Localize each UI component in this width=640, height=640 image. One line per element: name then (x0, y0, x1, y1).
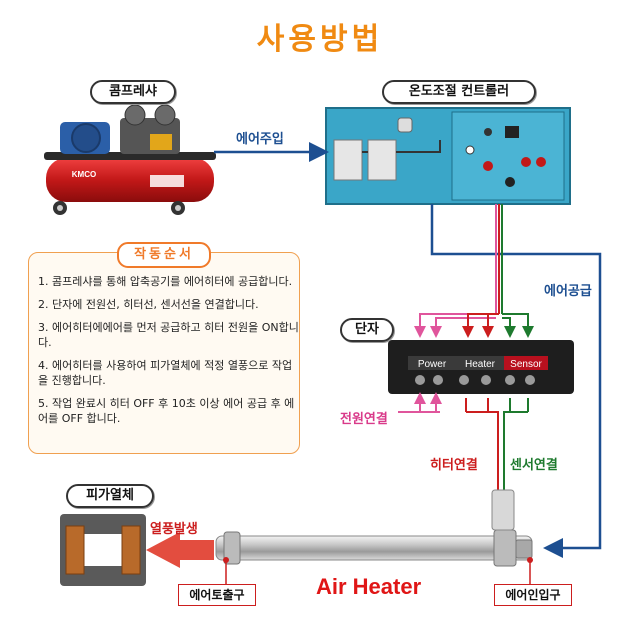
air-outlet-label: 에어토출구 (178, 584, 256, 606)
steps-title: 작동순서 (117, 242, 211, 268)
terminal-bottom-wires (398, 392, 529, 490)
product-name: Air Heater (316, 574, 422, 599)
compressor-label: 콤프레샤 (90, 80, 176, 104)
terminal-sensor-label: Sensor (510, 359, 542, 370)
step-item: 3. 에어히터에에어를 먼저 공급하고 히터 전원을 ON합니다. (38, 321, 299, 349)
heat-target-label: 피가열체 (66, 484, 154, 508)
terminal-power-label: Power (417, 359, 447, 370)
hot-air-label: 열풍발생 (150, 522, 198, 537)
terminal-top-wires (414, 313, 534, 338)
step-item: 5. 작업 완료시 히터 OFF 후 10초 이상 에어 공급 후 에어를 OF… (38, 397, 295, 425)
compressor-brand: KMCO (71, 170, 97, 179)
page-title: 사용방법 (256, 22, 384, 57)
controller-image (325, 107, 571, 205)
power-conn-label: 전원연결 (340, 412, 388, 427)
step-item: 2. 단자에 전원선, 히터선, 센서선을 연결합니다. (38, 298, 259, 311)
steps-list: 1. 콤프레샤를 통해 압축공기를 에어히터에 공급합니다. 2. 단자에 전원… (38, 274, 300, 434)
air-heater-image (215, 489, 533, 584)
air-supply-line (430, 204, 602, 558)
sensor-conn-label: 센서연결 (510, 458, 558, 473)
step-item: 4. 에어히터를 사용하여 피가열체에 적정 열풍으로 작업을 진행합니다. (38, 359, 293, 387)
terminal-heater-label: Heater (464, 359, 495, 370)
compressor-image (44, 104, 216, 215)
steps-panel (28, 252, 300, 454)
air-inlet-label: 에어인입구 (494, 584, 572, 606)
air-inject-label: 에어주입 (236, 132, 284, 147)
controller-label: 온도조절 컨트롤러 (382, 80, 536, 104)
terminal-label: 단자 (340, 318, 394, 342)
air-supply-label: 에어공급 (544, 284, 592, 299)
heat-target-image (60, 514, 146, 586)
step-item: 1. 콤프레샤를 통해 압축공기를 에어히터에 공급합니다. (38, 275, 293, 288)
heater-conn-label: 히터연결 (430, 458, 478, 473)
hot-air-arrow (146, 532, 214, 568)
terminal-block-image (388, 340, 574, 394)
